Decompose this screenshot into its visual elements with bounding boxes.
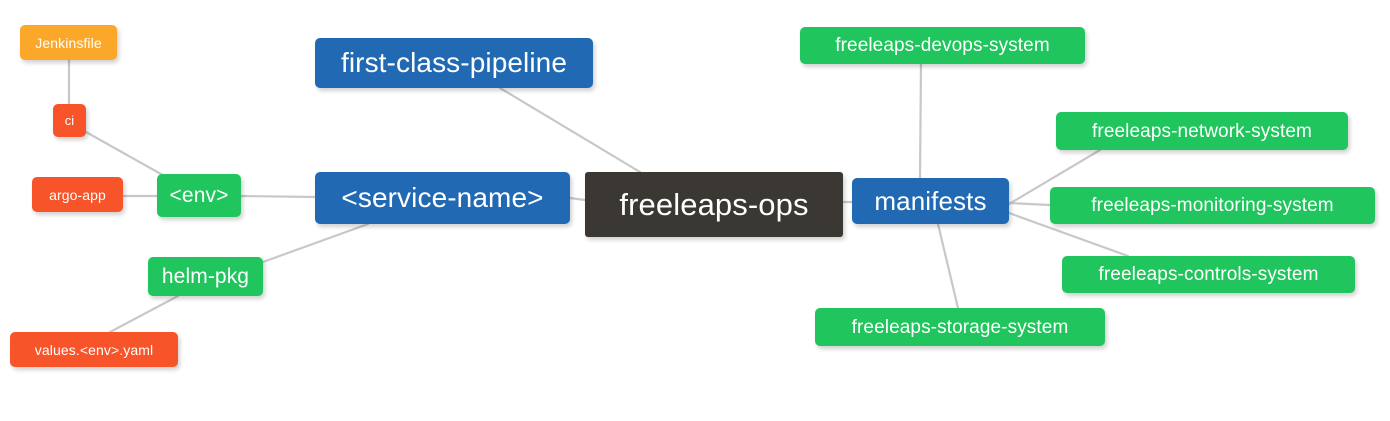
node-label: <service-name> [341, 182, 544, 213]
node-label: freeleaps-devops-system [835, 35, 1050, 56]
node-values-yaml[interactable]: values.<env>.yaml [10, 332, 178, 367]
node-storage-system[interactable]: freeleaps-storage-system [815, 308, 1105, 346]
node-label: <env> [169, 184, 229, 207]
edge-values-helmpkg [108, 294, 180, 334]
node-label: freeleaps-controls-system [1098, 264, 1319, 285]
node-label: argo-app [49, 186, 106, 203]
node-label: freeleaps-ops [619, 187, 809, 222]
node-first-class-pipeline[interactable]: first-class-pipeline [315, 38, 593, 88]
edge-ci-env [84, 130, 170, 180]
node-label: values.<env>.yaml [34, 341, 154, 358]
node-helm-pkg[interactable]: helm-pkg [148, 257, 263, 296]
node-service-name[interactable]: <service-name> [315, 172, 570, 224]
edge-helmpkg-servicename [261, 222, 370, 264]
node-controls-system[interactable]: freeleaps-controls-system [1062, 256, 1355, 293]
node-env[interactable]: <env> [157, 174, 241, 217]
node-monitoring-system[interactable]: freeleaps-monitoring-system [1050, 187, 1375, 224]
node-label: freeleaps-storage-system [851, 316, 1069, 338]
node-manifests[interactable]: manifests [852, 178, 1009, 224]
edge-env-servicename [239, 194, 317, 199]
edge-manifests-storage [936, 222, 960, 310]
node-label: freeleaps-network-system [1092, 120, 1312, 142]
node-devops-system[interactable]: freeleaps-devops-system [800, 27, 1085, 64]
node-label: Jenkinsfile [35, 34, 102, 51]
edge-manifests-monitoring [1007, 201, 1052, 207]
edge-servicename-ops [568, 196, 587, 202]
edge-firstclass-ops [498, 86, 642, 174]
node-argo-app[interactable]: argo-app [32, 177, 123, 212]
node-jenkinsfile[interactable]: Jenkinsfile [20, 25, 117, 60]
node-network-system[interactable]: freeleaps-network-system [1056, 112, 1348, 150]
node-label: manifests [874, 186, 987, 216]
node-freeleaps-ops[interactable]: freeleaps-ops [585, 172, 843, 237]
node-label: ci [64, 113, 75, 128]
node-label: freeleaps-monitoring-system [1091, 195, 1334, 216]
node-label: first-class-pipeline [340, 47, 568, 78]
node-label: helm-pkg [161, 265, 250, 288]
node-ci[interactable]: ci [53, 104, 86, 137]
edge-manifests-devops [918, 62, 923, 180]
